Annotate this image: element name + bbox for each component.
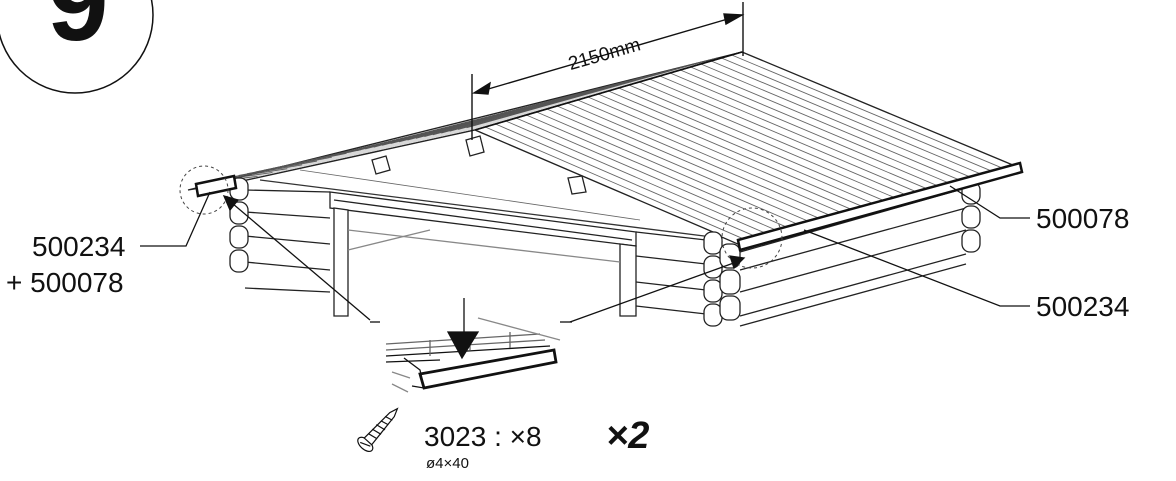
dimension (471, 2, 745, 140)
roof-plank-line (649, 78, 924, 196)
roof-plank-line (711, 60, 988, 178)
screw-size-label: ø4×40 (426, 455, 469, 472)
screw-icon (357, 407, 399, 453)
roof-plank-line (567, 102, 838, 219)
screw-spec-label: 3023 : ×8 (424, 421, 542, 452)
roof-building (187, 51, 1024, 327)
roof-ridge (474, 51, 743, 131)
callout-left-line1: 500234 (32, 231, 125, 262)
roof-plank-line (495, 123, 762, 240)
roof-plank-line (526, 114, 795, 231)
roof-plank-line (577, 99, 848, 216)
step-number: 9 (47, 0, 108, 64)
callout-leaders (140, 185, 1030, 307)
roof-plank-line (700, 63, 978, 181)
purlin-block-1 (371, 155, 391, 175)
multiplier-label: ×2 (606, 415, 649, 457)
roof-plank-line (618, 87, 891, 204)
roof-plank-line (556, 105, 827, 222)
callout-right-top: 500078 (1036, 203, 1129, 234)
roof-plank-line (628, 84, 902, 201)
roof-plank-line (505, 120, 773, 237)
roof-plank-line (721, 57, 999, 175)
roof-plank-line (659, 75, 935, 193)
front-wall (244, 189, 707, 315)
left-log-ends (229, 177, 249, 273)
roof-plank-line (690, 66, 967, 184)
right-roof-planks (485, 54, 1010, 243)
door-header (329, 191, 637, 317)
purlin-block-3 (567, 175, 587, 195)
gable-triangle (237, 129, 721, 236)
roof-hatch-line (466, 57, 718, 129)
detail-inset (385, 298, 561, 393)
roof-plank-line (515, 117, 784, 234)
roof-plank-line (680, 69, 956, 187)
purlin-block-2 (465, 135, 485, 157)
detail-circle-right (721, 207, 783, 269)
side-wall (739, 181, 981, 327)
dimension-label: 2150mm (566, 34, 643, 75)
middle-log-ends (703, 231, 741, 327)
step-badge: 9 (0, 0, 154, 94)
roof-plank-line (669, 72, 945, 190)
roof-plank-line (608, 90, 881, 207)
gable-purlin (259, 179, 721, 239)
roof-plank-line (639, 81, 913, 199)
roof-plank-line (546, 108, 816, 225)
detail-inset-leaders (222, 194, 746, 323)
gable-purlin-2 (299, 169, 641, 221)
callout-right-bottom: 500234 (1036, 291, 1129, 322)
roof-plank-line (485, 126, 751, 243)
screw-spec: 3023 : ×8 ø4×40 ×2 (357, 407, 649, 472)
detail-circle-left (179, 165, 229, 215)
left-roof-hatch (196, 57, 718, 185)
callout-left-line2: + 500078 (6, 267, 124, 298)
roof-plank-line (587, 96, 859, 213)
roof-plank-line (731, 54, 1010, 172)
roof-plank-line (536, 111, 805, 228)
roof-plank-line (598, 93, 870, 210)
